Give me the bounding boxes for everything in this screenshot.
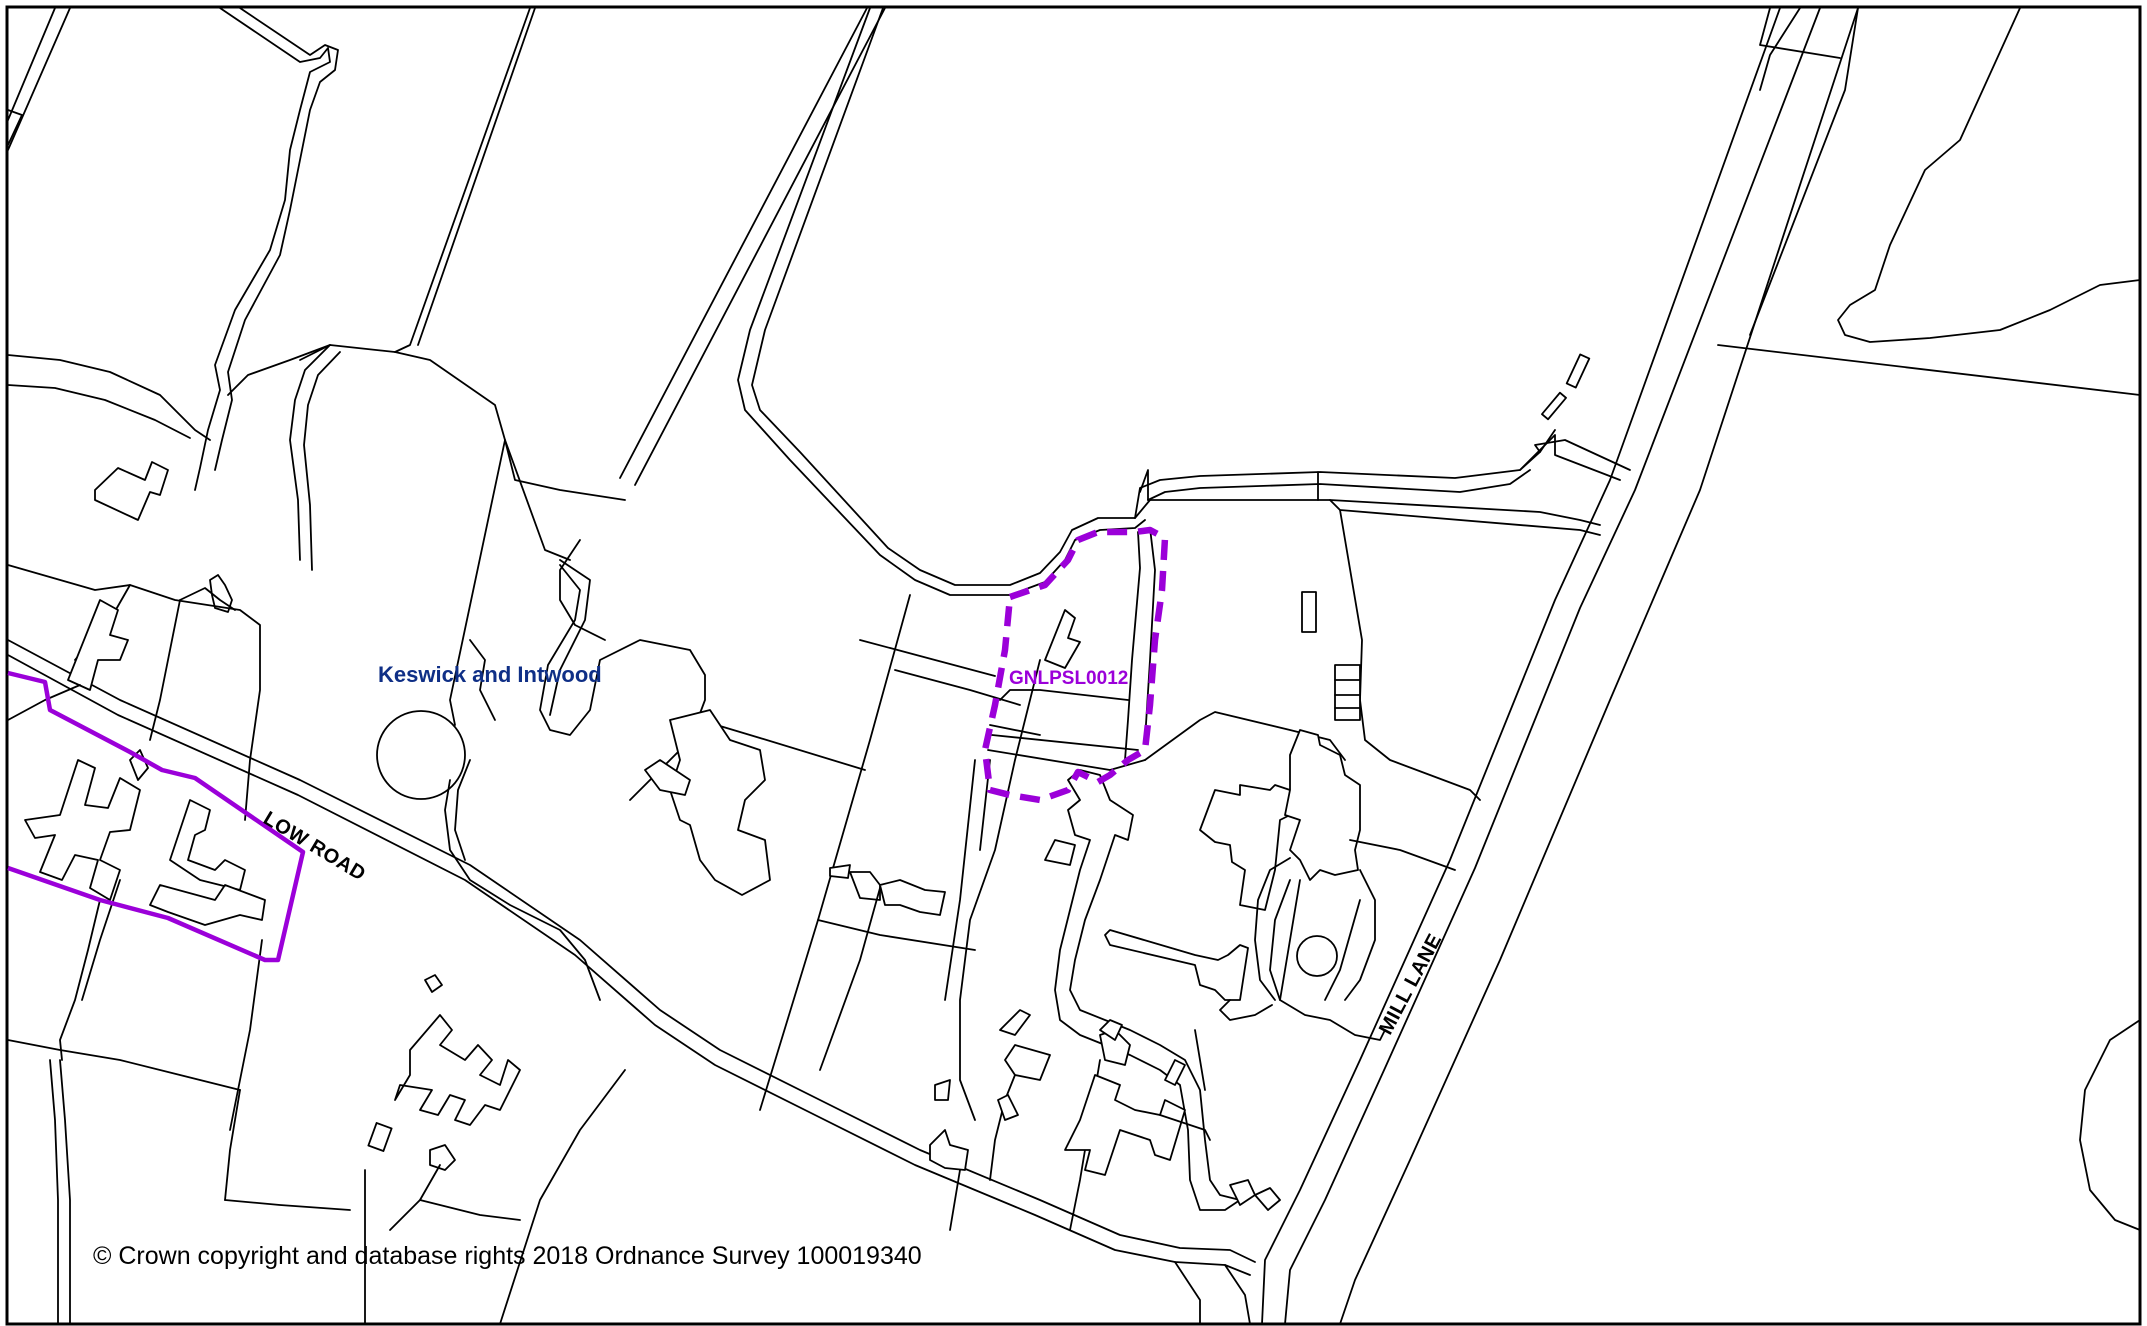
settlement-buildings: [7, 749, 266, 1325]
site-boundary: [981, 526, 1169, 804]
buildings-west: [7, 461, 261, 821]
parish-label: Keswick and Intwood: [378, 662, 602, 687]
east-field-features: [1541, 7, 2141, 1231]
plots-centre: [644, 594, 1041, 1121]
low-road-label: LOW ROAD: [259, 807, 369, 885]
site-reference-label: GNLPSL0012: [1009, 668, 1128, 689]
track: [737, 7, 1631, 596]
settlement-boundary: [7, 670, 306, 963]
copyright-notice: © Crown copyright and database rights 20…: [93, 1242, 922, 1270]
building-complex: [929, 729, 1456, 1231]
mill-lane-road: [1261, 7, 2141, 1325]
map-frame: [5, 5, 2142, 1326]
site-surrounds: [987, 509, 1481, 801]
buildings-south: [224, 974, 626, 1325]
field-boundaries: [7, 7, 886, 501]
